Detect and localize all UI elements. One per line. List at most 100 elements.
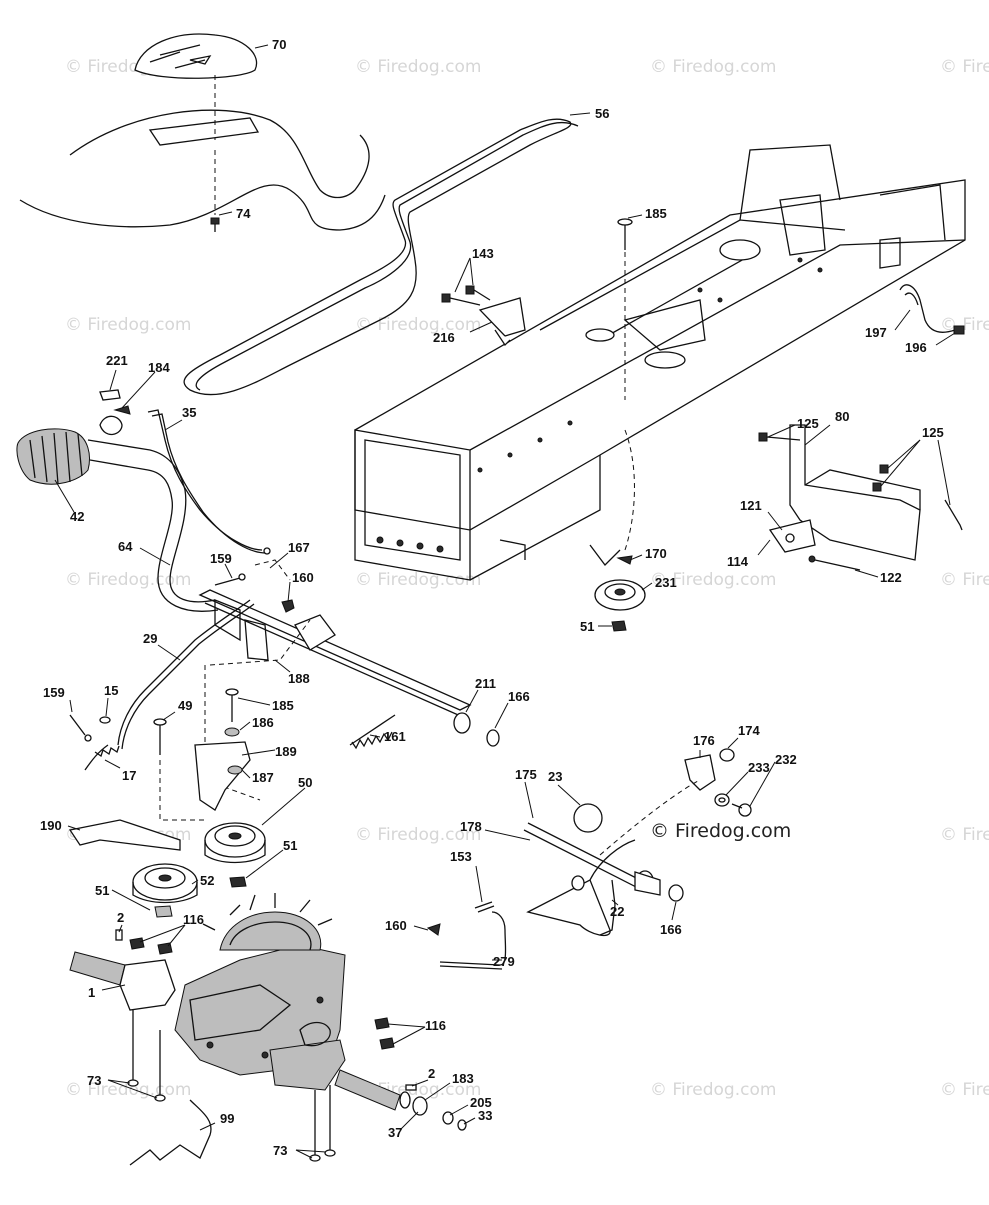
pulley-231-part xyxy=(594,579,646,611)
label-33: 33 xyxy=(478,1108,492,1123)
watermark: © Firedog.com xyxy=(355,315,481,335)
grip-42-part xyxy=(16,428,90,485)
watermark: © Firedog.com xyxy=(355,570,481,590)
label-196: 196 xyxy=(905,340,927,355)
label-175: 175 xyxy=(515,767,537,782)
bolt-232-part xyxy=(731,803,752,817)
label-279: 279 xyxy=(493,954,515,969)
lever-64-part xyxy=(87,439,219,612)
drive-belt-part xyxy=(183,118,579,396)
label-2: 2 xyxy=(117,910,124,925)
washer-15-part xyxy=(99,716,111,724)
clip-160-part xyxy=(281,599,295,613)
label-166: 166 xyxy=(508,689,530,704)
label-197: 197 xyxy=(865,325,887,340)
label-51: 51 xyxy=(95,883,109,898)
rod-175-part xyxy=(523,822,651,893)
label-188: 188 xyxy=(288,671,310,686)
watermark: © Firedog.com xyxy=(355,825,481,845)
watermark: © Firedog.com xyxy=(65,315,191,335)
label-189: 189 xyxy=(275,744,297,759)
nut-51-lower-part xyxy=(154,905,173,918)
label-1: 1 xyxy=(88,985,95,1000)
watermark: © Firedog.com xyxy=(650,57,776,77)
watermark: © Firedog.com xyxy=(940,825,989,845)
label-125: 125 xyxy=(922,425,944,440)
watermark: © Firedog.com xyxy=(650,1080,776,1100)
watermark: © Firedog.com xyxy=(940,570,989,590)
fender-part xyxy=(19,75,386,231)
label-51: 51 xyxy=(580,619,594,634)
label-125: 125 xyxy=(797,416,819,431)
rod-35-part xyxy=(147,409,271,555)
brand-watermark: © Firedog.com xyxy=(650,820,791,842)
spacer-186-part xyxy=(224,727,240,737)
label-159: 159 xyxy=(210,551,232,566)
pulley-52-part xyxy=(132,863,198,904)
key-2-part xyxy=(115,929,417,1091)
label-232: 232 xyxy=(775,752,797,767)
rod-29-part xyxy=(117,599,255,750)
label-185: 185 xyxy=(645,206,667,221)
label-50: 50 xyxy=(298,775,312,790)
label-161: 161 xyxy=(384,729,406,744)
label-185: 185 xyxy=(272,698,294,713)
transaxle-part xyxy=(174,893,346,1091)
washer-166-part xyxy=(486,729,500,747)
bushing-178-part xyxy=(571,870,661,896)
label-114: 114 xyxy=(727,554,749,569)
label-23: 23 xyxy=(548,769,562,784)
label-116: 116 xyxy=(425,1018,446,1033)
label-70: 70 xyxy=(272,37,286,52)
spring-17-part xyxy=(84,744,120,771)
bolt-185-part xyxy=(617,218,633,250)
label-74: 74 xyxy=(236,206,251,221)
leader-lines xyxy=(54,44,956,1159)
label-166: 166 xyxy=(660,922,682,937)
label-29: 29 xyxy=(143,631,157,646)
shift-cover-part xyxy=(134,33,258,79)
label-143: 143 xyxy=(472,246,494,261)
idler-pulley-50-part xyxy=(204,822,266,864)
ball-23-part xyxy=(573,803,603,833)
axle-left-1-part xyxy=(69,951,176,1011)
label-56: 56 xyxy=(595,106,609,121)
rod-99-part xyxy=(129,1099,212,1166)
bracket-121-part xyxy=(768,519,816,553)
washer-174-part xyxy=(719,748,735,762)
label-22: 22 xyxy=(610,904,624,919)
label-51: 51 xyxy=(283,838,297,853)
bolts-73-part xyxy=(127,1010,336,1162)
label-2: 2 xyxy=(428,1066,435,1081)
watermark: © Firedog.com xyxy=(650,570,776,590)
bolt-125-part xyxy=(758,432,963,531)
spacer-187-part xyxy=(227,765,243,775)
label-167: 167 xyxy=(288,540,310,555)
axle-right-part xyxy=(334,1069,467,1131)
label-174: 174 xyxy=(738,723,760,738)
label-231: 231 xyxy=(655,575,677,590)
label-205: 205 xyxy=(470,1095,492,1110)
bolt-122-part xyxy=(808,555,861,571)
clip-221-part xyxy=(99,389,121,401)
label-15: 15 xyxy=(104,683,118,698)
label-159: 159 xyxy=(43,685,65,700)
label-176: 176 xyxy=(693,733,715,748)
label-178: 178 xyxy=(460,819,482,834)
guard-190-part xyxy=(68,819,181,851)
watermark: © Firedog.com xyxy=(940,1080,989,1100)
label-160: 160 xyxy=(292,570,314,585)
label-52: 52 xyxy=(200,873,214,888)
label-186: 186 xyxy=(252,715,274,730)
frame-part xyxy=(354,144,966,581)
rod-197-part xyxy=(899,284,965,335)
label-99: 99 xyxy=(220,1111,234,1126)
label-183: 183 xyxy=(452,1071,474,1086)
bracket-216-part xyxy=(441,285,526,347)
idler-bracket-189-part xyxy=(194,741,251,811)
label-184: 184 xyxy=(148,360,170,375)
label-221: 221 xyxy=(106,353,128,368)
lever-22-part xyxy=(526,839,636,937)
